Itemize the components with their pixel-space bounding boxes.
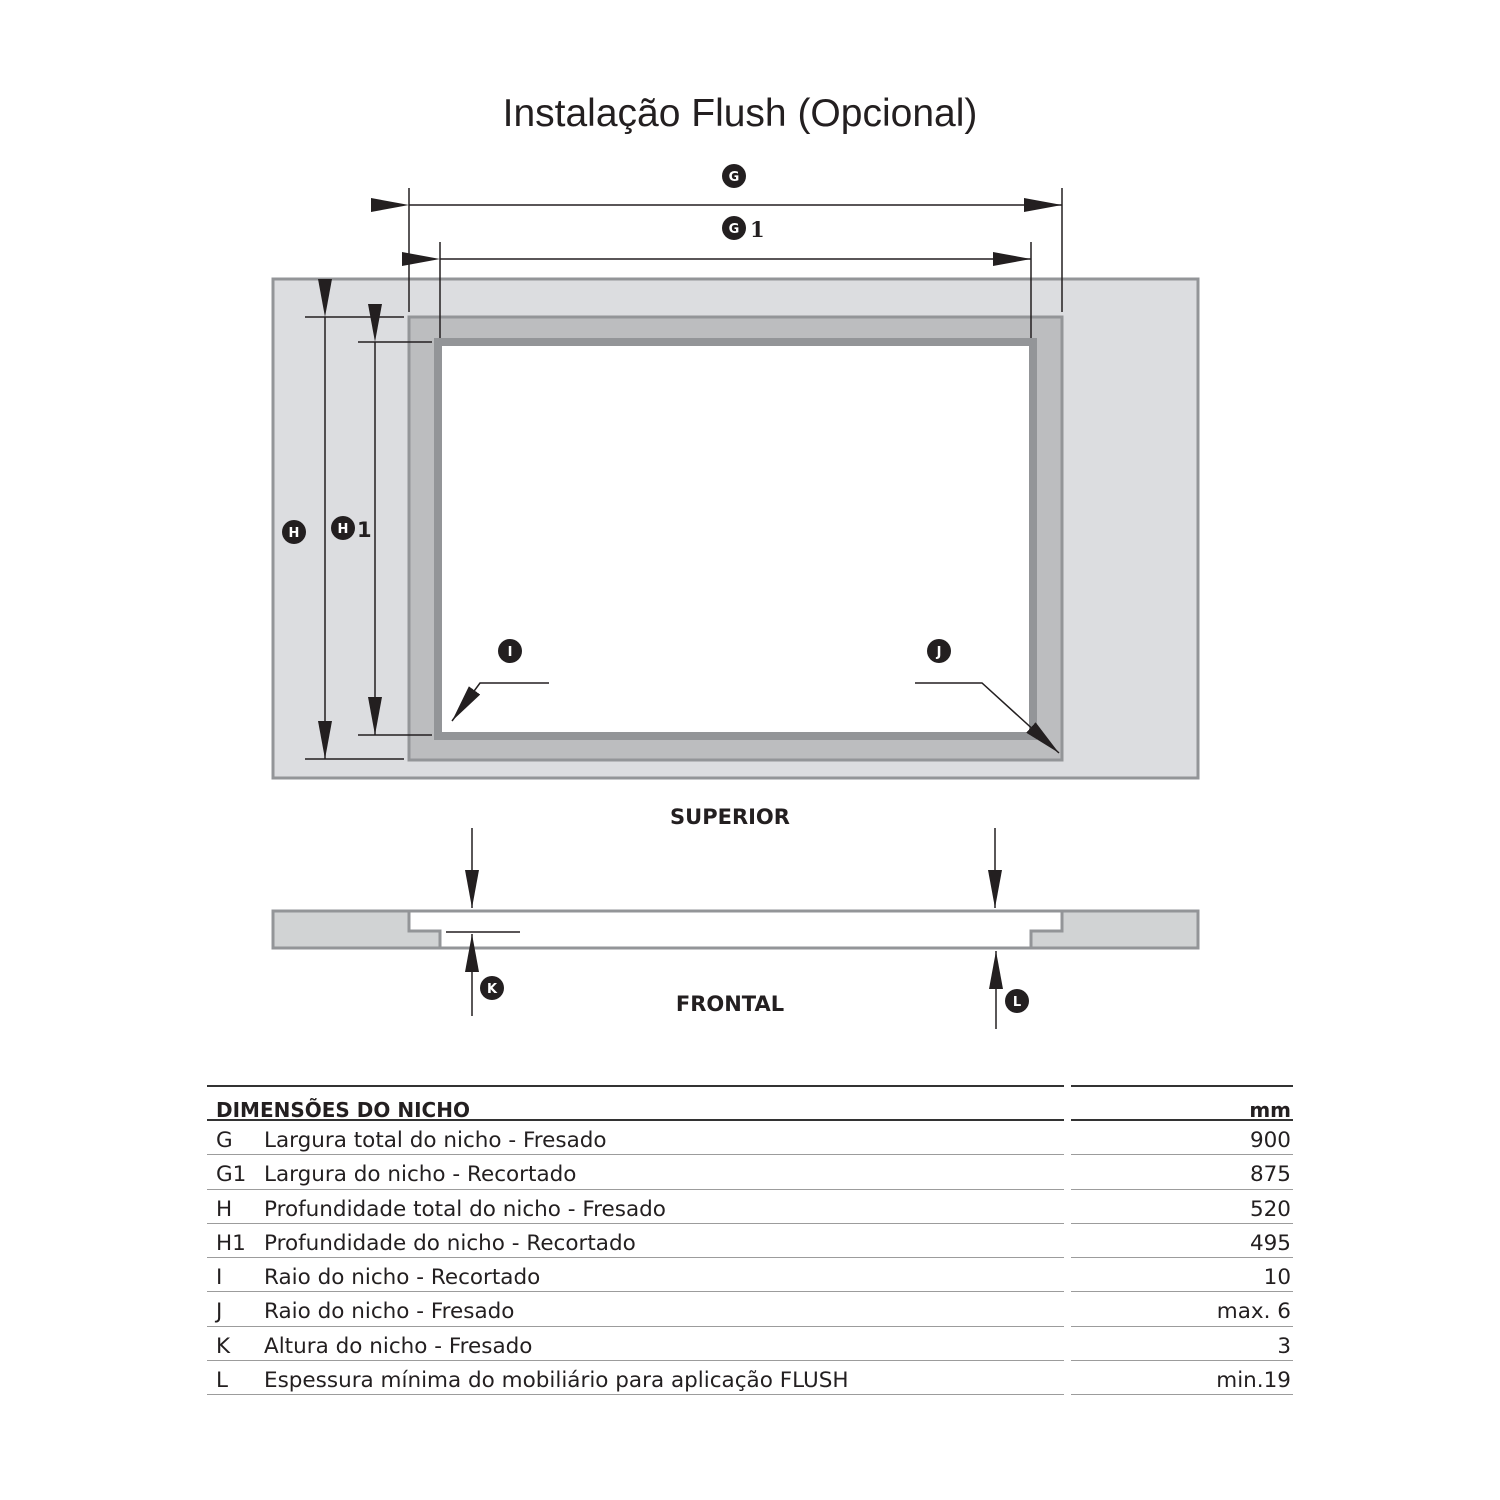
row-description: Largura do nicho - Recortado <box>264 1162 577 1188</box>
table-row: I Raio do nicho - Recortado <box>207 1258 1064 1293</box>
dimension-l <box>988 828 1003 1029</box>
row-value: min.19 <box>1071 1361 1293 1396</box>
cutout-opening <box>434 338 1037 740</box>
row-description: Raio do nicho - Recortado <box>264 1265 541 1291</box>
leader-i <box>451 682 549 722</box>
dimensions-table-descriptions: DIMENSÕES DO NICHO G Largura total do nic… <box>207 1085 1064 1396</box>
label-i: I <box>508 645 513 660</box>
row-code: J <box>216 1299 223 1325</box>
dimension-h <box>305 279 404 760</box>
label-g: G <box>729 170 740 185</box>
table-header: DIMENSÕES DO NICHO <box>207 1087 1064 1122</box>
label-h1-suffix: 1 <box>357 518 372 542</box>
row-description: Profundidade do nicho - Recortado <box>264 1230 636 1256</box>
label-i-badge <box>498 639 522 663</box>
row-code: K <box>216 1333 231 1359</box>
row-value: 495 <box>1071 1224 1293 1259</box>
table-row: H Profundidade total do nicho - Fresado <box>207 1190 1064 1224</box>
row-code: H1 <box>216 1230 246 1256</box>
flush-installation-diagram: G G 1 H H 1 I J K <box>271 164 1200 1029</box>
table-unit-header: mm <box>1071 1087 1293 1122</box>
row-value: 3 <box>1071 1327 1293 1362</box>
view-label-superior: SUPERIOR <box>670 805 790 829</box>
label-h1-letter: H <box>338 522 349 537</box>
label-g1-letter: G <box>729 222 740 237</box>
label-l: L <box>1013 995 1021 1010</box>
row-description: Espessura mínima do mobiliário para apli… <box>264 1368 849 1394</box>
dimensions-table-values: mm 900 875 520 495 10 max. 6 3 min.19 <box>1071 1085 1293 1396</box>
table-row: K Altura do nicho - Fresado <box>207 1327 1064 1362</box>
dimension-g1 <box>402 242 1032 338</box>
table-row: J Raio do nicho - Fresado <box>207 1292 1064 1327</box>
label-k-badge <box>480 976 504 1000</box>
row-value: 900 <box>1071 1121 1293 1156</box>
countertop-front-right <box>1029 909 1200 950</box>
row-value: max. 6 <box>1071 1292 1293 1327</box>
dimension-h1 <box>358 304 432 736</box>
row-code: G <box>216 1128 233 1153</box>
label-l-badge <box>1005 989 1029 1013</box>
row-value: 520 <box>1071 1190 1293 1224</box>
countertop-front-left <box>271 909 442 950</box>
row-code: H <box>216 1196 233 1222</box>
row-code: I <box>216 1265 223 1291</box>
label-g1-badge <box>722 216 746 240</box>
leader-j <box>915 682 1060 754</box>
table-row: H1 Profundidade do nicho - Recortado <box>207 1224 1064 1259</box>
row-value: 875 <box>1071 1155 1293 1190</box>
row-description: Altura do nicho - Fresado <box>264 1333 533 1359</box>
label-j: J <box>936 645 942 660</box>
table-row: G Largura total do nicho - Fresado <box>207 1121 1064 1156</box>
dimension-k <box>446 828 520 1016</box>
row-code: G1 <box>216 1162 247 1188</box>
label-j-badge <box>927 639 951 663</box>
label-k: K <box>487 982 498 997</box>
page-title: Instalação Flush (Opcional) <box>502 92 978 135</box>
label-g-badge <box>722 164 746 188</box>
row-code: L <box>216 1368 228 1394</box>
label-h1-badge <box>331 516 355 540</box>
row-description: Profundidade total do nicho - Fresado <box>264 1196 666 1222</box>
dimension-g <box>371 188 1063 312</box>
label-h-badge <box>282 520 306 544</box>
label-h: H <box>289 526 300 541</box>
row-description: Largura total do nicho - Fresado <box>264 1128 607 1153</box>
view-label-frontal: FRONTAL <box>675 992 785 1016</box>
row-description: Raio do nicho - Fresado <box>264 1299 515 1325</box>
table-row: L Espessura mínima do mobiliário para apl… <box>207 1361 1064 1396</box>
table-row: G1 Largura do nicho - Recortado <box>207 1155 1064 1190</box>
label-g1-suffix: 1 <box>750 217 765 242</box>
row-value: 10 <box>1071 1258 1293 1293</box>
